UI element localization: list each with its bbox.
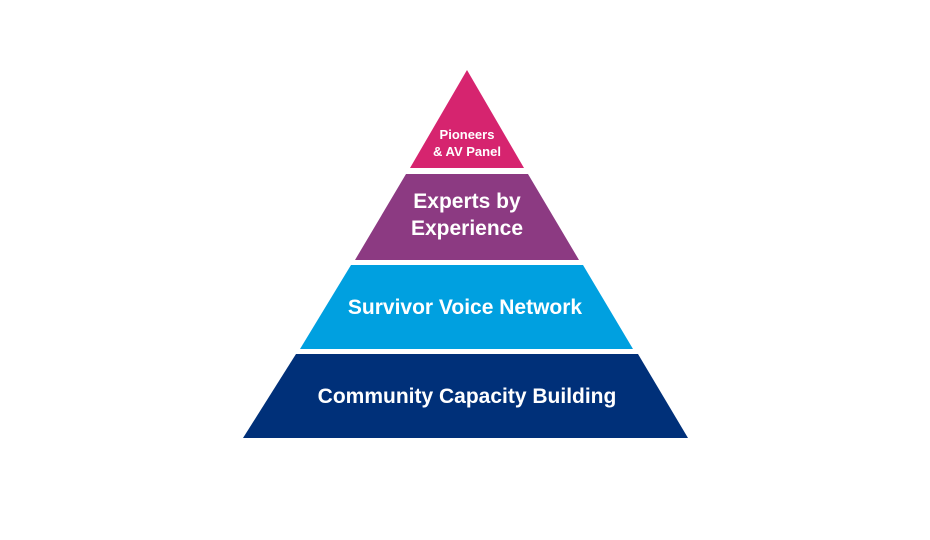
tier-community-capacity-building: Community Capacity Building — [243, 354, 688, 438]
tier-pioneers-av-panel-label-line-1: Pioneers — [440, 127, 495, 142]
tier-pioneers-av-panel-shape — [410, 70, 524, 168]
tier-pioneers-av-panel: Pioneers & AV Panel — [410, 70, 524, 168]
tier-survivor-voice-network-shape — [300, 265, 633, 349]
tier-community-capacity-building-label: Community Capacity Building — [318, 385, 617, 408]
tier-experts-by-experience-shape — [355, 174, 579, 260]
tier-community-capacity-building-shape — [243, 354, 688, 438]
tier-pioneers-av-panel-label-line-2: & AV Panel — [433, 144, 501, 159]
tier-experts-by-experience-label-line-2: Experience — [411, 217, 523, 240]
tier-survivor-voice-network: Survivor Voice Network — [300, 265, 633, 349]
tier-experts-by-experience: Experts by Experience — [355, 174, 579, 260]
tier-experts-by-experience-label-line-1: Experts by — [413, 190, 521, 213]
tier-survivor-voice-network-label: Survivor Voice Network — [348, 296, 583, 319]
